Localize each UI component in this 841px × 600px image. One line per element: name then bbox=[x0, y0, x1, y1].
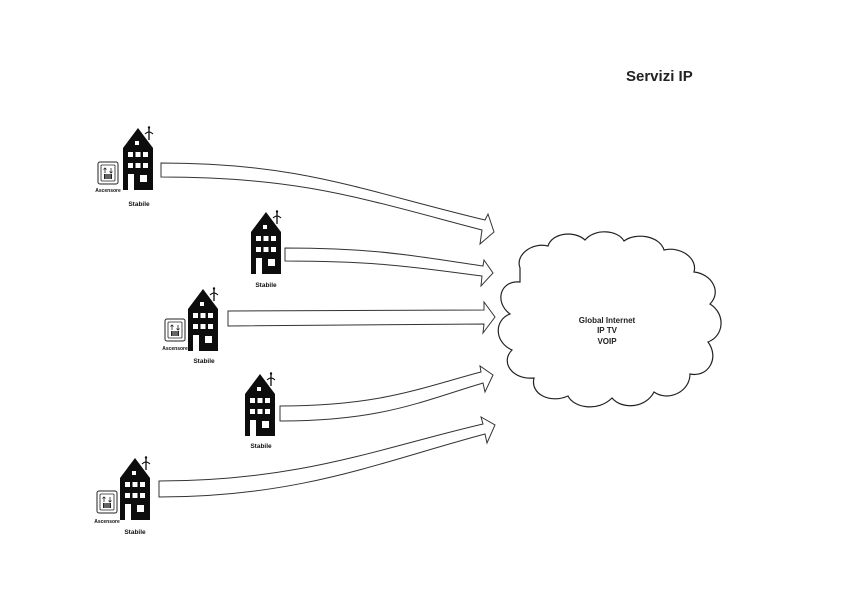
arrow-3 bbox=[227, 300, 496, 335]
internet-cloud: Global Internet IP TV VOIP bbox=[497, 231, 722, 408]
elevator-label: Ascensore bbox=[95, 188, 121, 194]
diagram-title: Servizi IP bbox=[626, 68, 693, 85]
arrow-5 bbox=[158, 415, 496, 498]
elevator-icon bbox=[96, 490, 118, 514]
building-label: Stabile bbox=[250, 443, 272, 450]
cloud-line-voip: VOIP bbox=[597, 337, 617, 346]
elevator-icon bbox=[97, 161, 119, 185]
elevator-label: Ascensore bbox=[94, 519, 120, 525]
cloud-line-iptv: IP TV bbox=[597, 326, 618, 335]
building-label: Stabile bbox=[128, 201, 150, 208]
cloud-line-internet: Global Internet bbox=[579, 316, 636, 325]
building-label: Stabile bbox=[255, 282, 277, 289]
arrow-1 bbox=[160, 162, 495, 246]
building-3: Stabile Ascensore bbox=[162, 286, 219, 365]
elevator-label: Ascensore bbox=[162, 346, 188, 352]
arrow-2 bbox=[284, 247, 494, 288]
building-label: Stabile bbox=[124, 529, 146, 536]
arrow-4 bbox=[279, 364, 494, 422]
building-label: Stabile bbox=[193, 358, 215, 365]
building-4: Stabile bbox=[244, 371, 276, 450]
elevator-icon bbox=[164, 318, 186, 342]
building-1: Stabile Ascensore bbox=[95, 125, 154, 208]
building-5: Stabile Ascensore bbox=[94, 455, 151, 536]
building-2: Stabile bbox=[250, 209, 282, 289]
